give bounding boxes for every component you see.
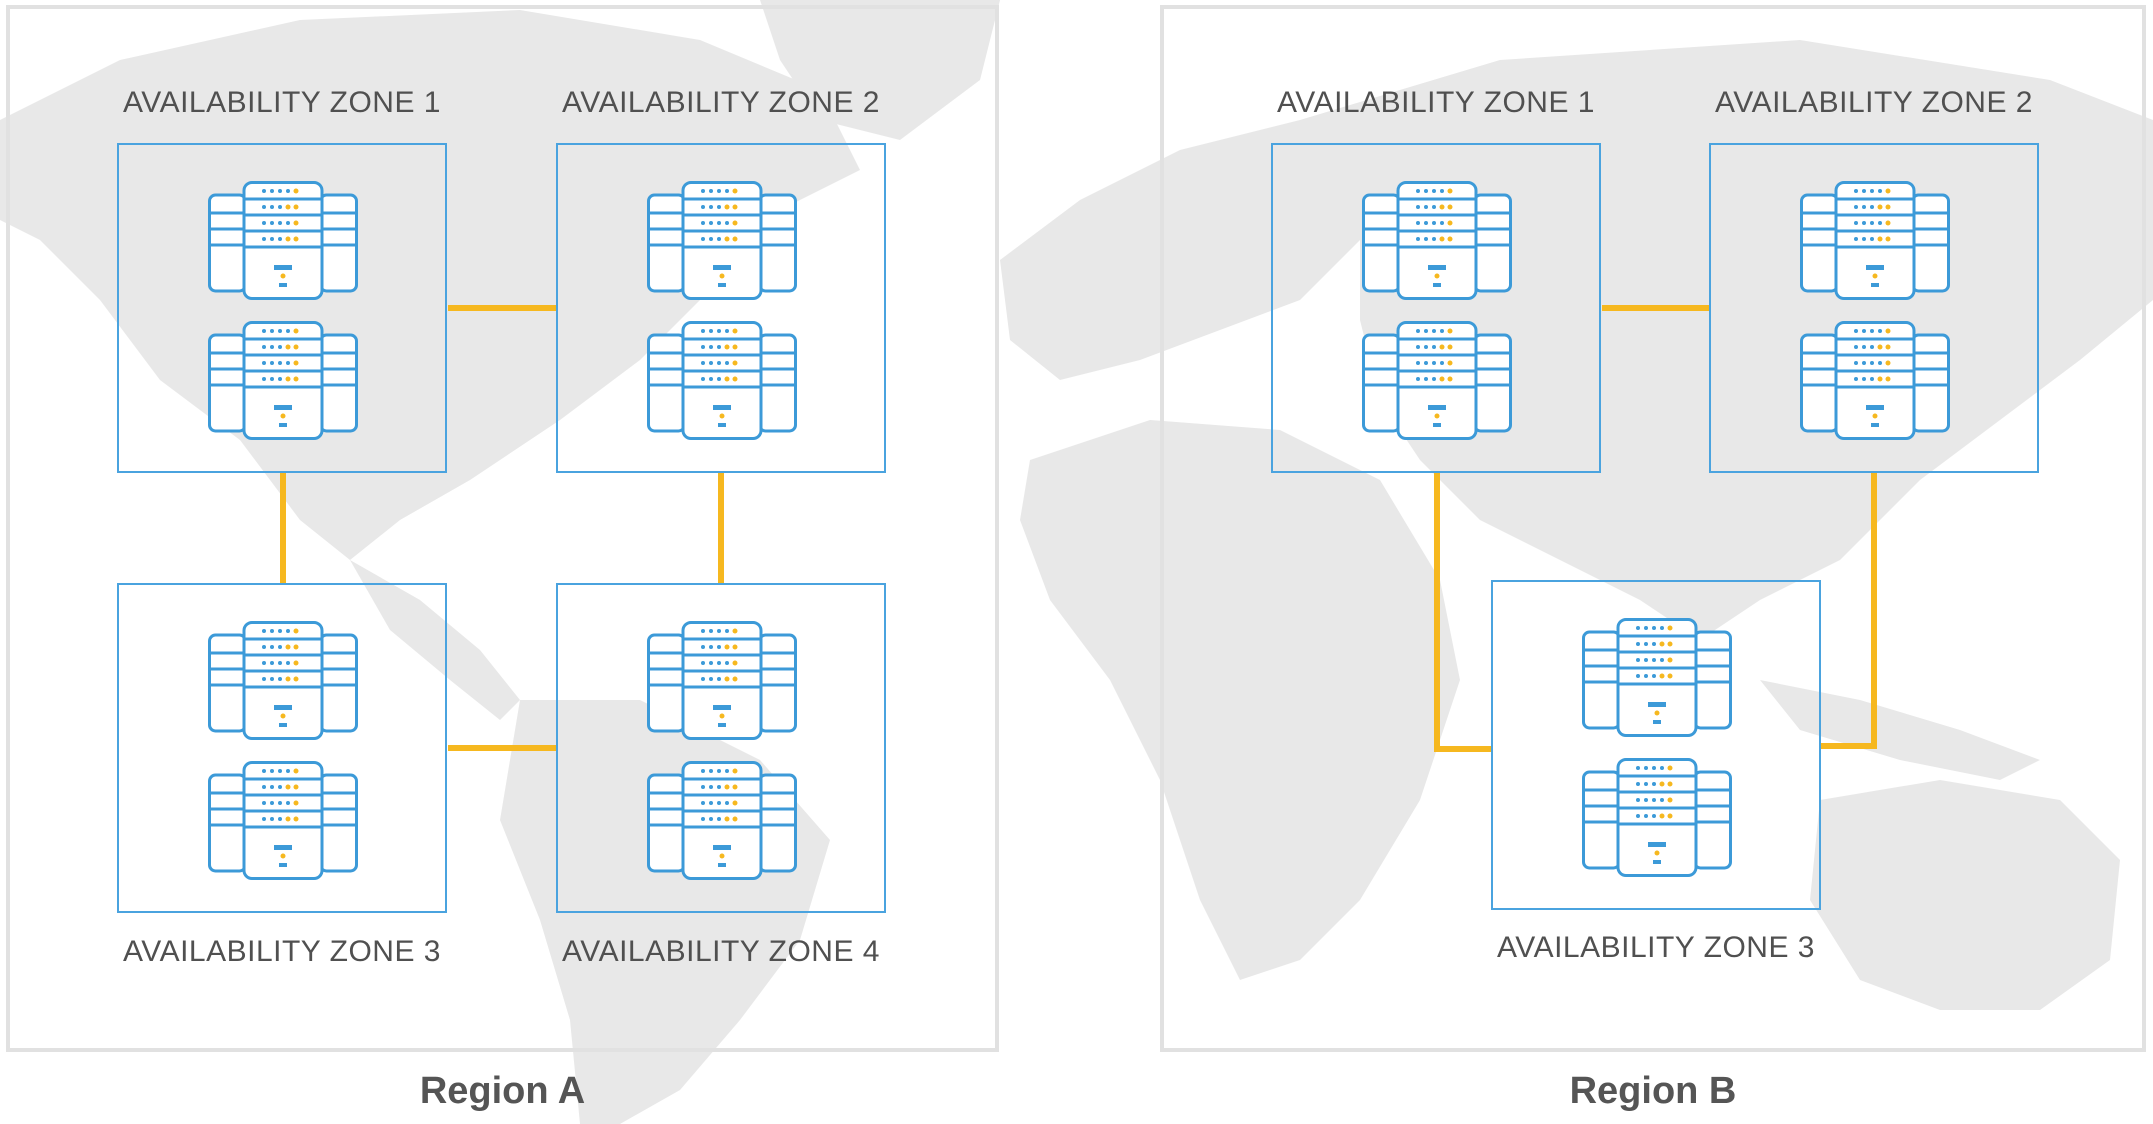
region-b-box (1160, 5, 2146, 1052)
availability-zone-a4 (556, 583, 886, 913)
availability-zone-a3 (117, 583, 447, 913)
zone-label-a4: AVAILABILITY ZONE 4 (562, 935, 880, 968)
region-b-label: Region B (1569, 1070, 1737, 1112)
server-rack-icon (1362, 181, 1512, 301)
connector-a-z1-z2 (448, 305, 557, 311)
server-rack-icon (647, 181, 797, 301)
server-rack-icon (208, 181, 358, 301)
zone-label-a3: AVAILABILITY ZONE 3 (123, 935, 441, 968)
server-rack-icon (208, 621, 358, 741)
zone-label-a2: AVAILABILITY ZONE 2 (562, 86, 880, 119)
server-rack-icon (647, 621, 797, 741)
connector-a-z2-z4 (718, 473, 724, 584)
server-rack-icon (1582, 618, 1732, 738)
zone-label-b1: AVAILABILITY ZONE 1 (1277, 86, 1595, 119)
zone-label-b3: AVAILABILITY ZONE 3 (1497, 931, 1815, 964)
region-a-label: Region A (419, 1070, 586, 1112)
connector-b-z1-z3-vertical (1434, 473, 1440, 752)
connector-b-z1-z3-horizontal (1434, 746, 1492, 752)
connector-b-z2-z3-horizontal (1821, 743, 1877, 749)
availability-zone-b1 (1271, 143, 1601, 473)
connector-b-z2-z3-vertical (1871, 473, 1877, 749)
connector-a-z1-z3 (280, 473, 286, 584)
availability-zone-b3 (1491, 580, 1821, 910)
server-rack-icon (647, 761, 797, 881)
zone-label-a1: AVAILABILITY ZONE 1 (123, 86, 441, 119)
server-rack-icon (647, 321, 797, 441)
region-a-box (6, 5, 999, 1052)
server-rack-icon (1582, 758, 1732, 878)
availability-zone-b2 (1709, 143, 2039, 473)
server-rack-icon (1800, 181, 1950, 301)
connector-b-z1-z2 (1602, 305, 1710, 311)
server-rack-icon (208, 761, 358, 881)
server-rack-icon (208, 321, 358, 441)
zone-label-b2: AVAILABILITY ZONE 2 (1715, 86, 2033, 119)
connector-a-z3-z4 (448, 745, 557, 751)
server-rack-icon (1800, 321, 1950, 441)
server-rack-icon (1362, 321, 1512, 441)
availability-zone-a1 (117, 143, 447, 473)
availability-zone-a2 (556, 143, 886, 473)
